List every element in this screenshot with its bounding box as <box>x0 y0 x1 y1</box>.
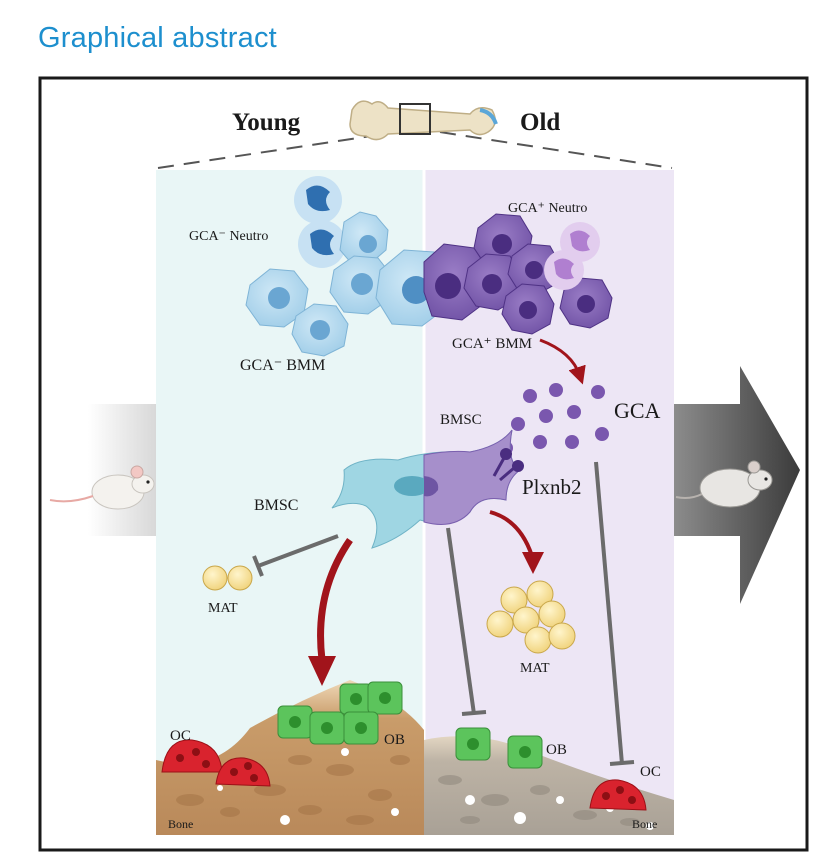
gca-label: GCA <box>614 398 661 423</box>
old-inhibition-ob <box>446 527 476 715</box>
old-neutrophil <box>544 250 584 290</box>
young-neutro-label: GCA⁻ Neutro <box>189 229 268 244</box>
old-osteoclast-cell <box>589 779 647 811</box>
zoom-line-right <box>439 131 673 169</box>
zoom-line-left <box>157 131 399 169</box>
old-inhibition-oc <box>594 461 624 765</box>
bmsc-nucleus <box>394 476 430 496</box>
young-osteoblast-cluster <box>277 681 403 745</box>
old-bone-label: Bone <box>632 817 657 831</box>
young-osteogenic-arrow <box>317 538 353 661</box>
page-title: Graphical abstract <box>38 22 277 54</box>
plxnb2-label: Plxnb2 <box>522 475 582 499</box>
old-neutro-label: GCA⁺ Neutro <box>508 201 587 216</box>
young-mouse-backdrop <box>88 404 156 536</box>
young-bone-label: Bone <box>168 817 193 831</box>
old-bmm-cluster <box>423 213 613 335</box>
bmsc-nucleus-old <box>424 476 439 497</box>
old-label: Old <box>520 109 560 136</box>
old-oc-label: OC <box>640 764 661 780</box>
young-oc-label: OC <box>170 728 191 744</box>
old-osteoblast-cells <box>455 727 543 769</box>
young-osteoclast-cells <box>161 739 271 787</box>
young-neutrophil <box>298 220 346 268</box>
young-mat-cells <box>202 565 253 591</box>
young-bone-pores <box>217 748 399 825</box>
young-ob-label: OB <box>384 732 405 748</box>
young-bmsc-label: BMSC <box>254 497 298 514</box>
old-bone-texture <box>438 775 640 826</box>
old-adipogenic-arrow <box>489 510 534 557</box>
femur-bone-icon <box>349 100 498 141</box>
young-mat-label: MAT <box>208 601 238 616</box>
old-bmsc-label: BMSC <box>440 412 482 428</box>
secretion-arrow <box>539 338 586 385</box>
old-mat-label: MAT <box>520 661 550 676</box>
young-neutrophil <box>294 176 342 224</box>
plxnb2-receptor-icon <box>492 448 524 482</box>
old-mouse-icon <box>675 460 773 508</box>
young-mouse-icon <box>49 465 155 510</box>
young-label: Young <box>232 109 301 136</box>
young-bmm-label: GCA⁻ BMM <box>240 357 325 374</box>
old-bmm-label: GCA⁺ BMM <box>452 336 532 352</box>
old-mat-cells <box>486 580 576 654</box>
young-bone-texture <box>176 755 410 825</box>
young-inhibition-mat <box>257 534 339 568</box>
old-ob-label: OB <box>546 742 567 758</box>
